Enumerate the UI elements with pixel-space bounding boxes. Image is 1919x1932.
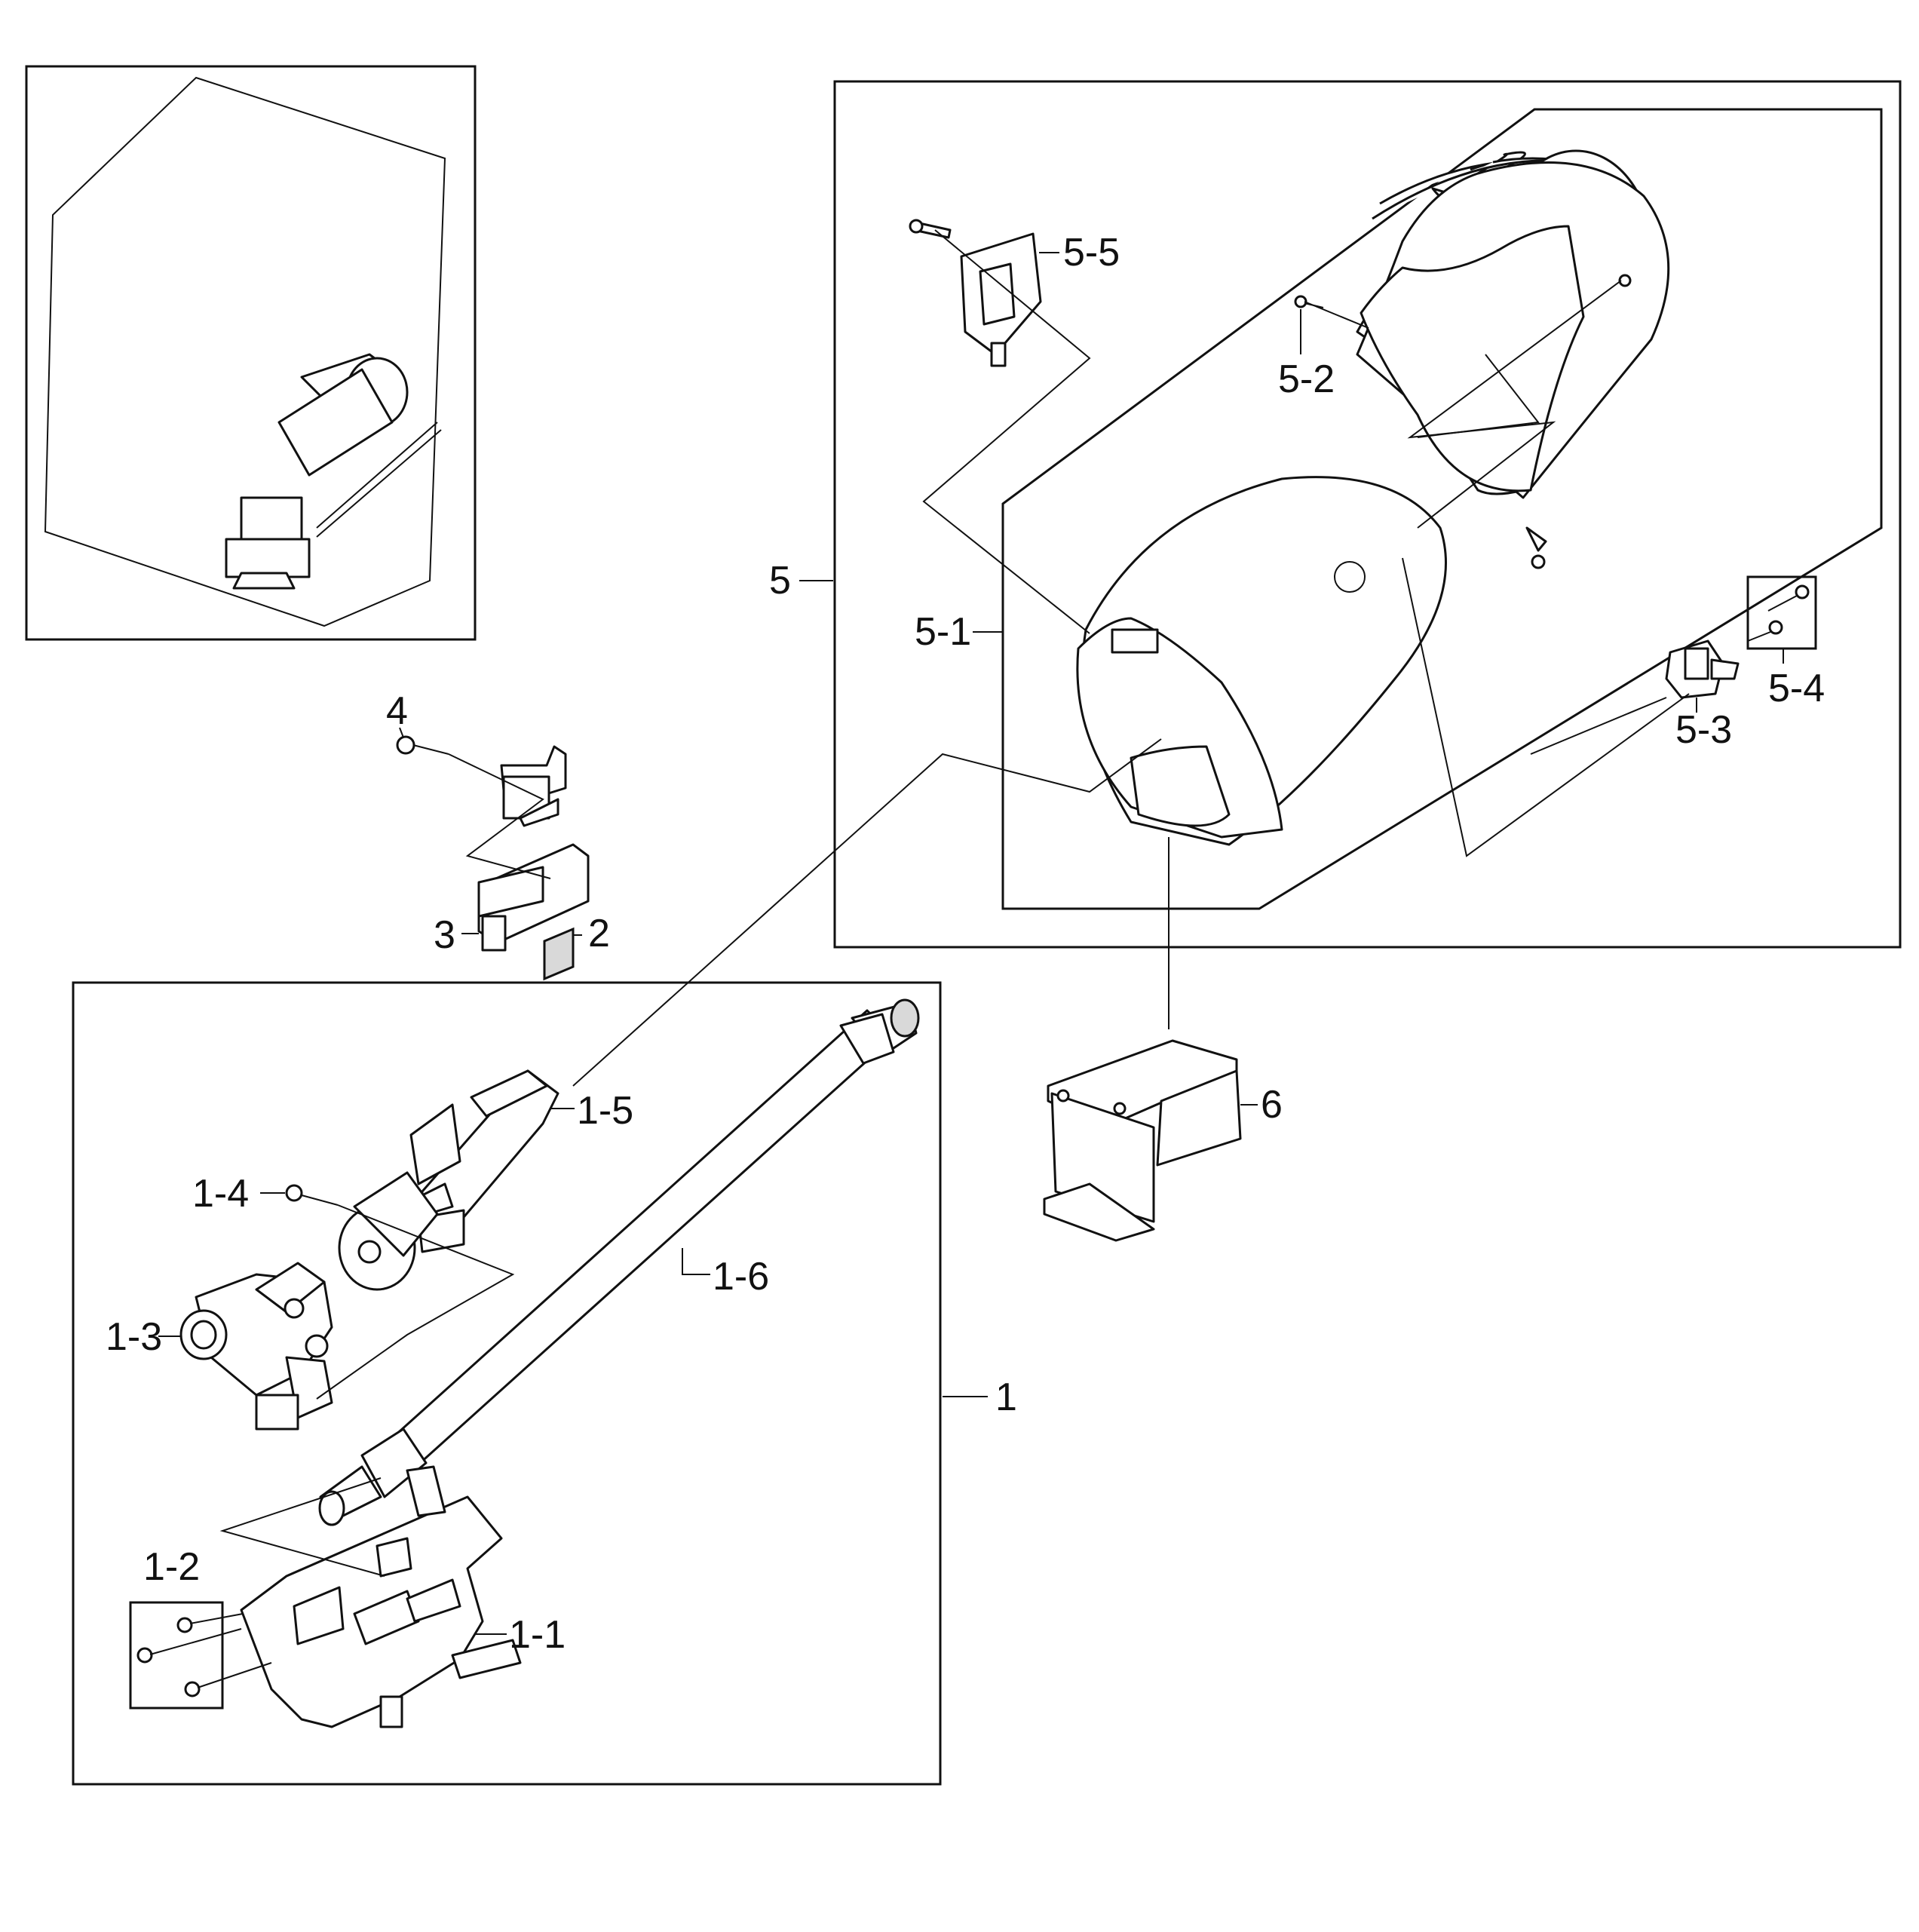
overview-inset-frame [25,65,477,641]
callout-6: 6 [1261,1083,1283,1127]
part-1-3-gas-valve [179,1262,333,1431]
part-5-3-thermal-switch [1665,639,1740,699]
callout-5-4: 5-4 [1768,667,1825,710]
leader-1-5-to-duct [572,738,1162,1087]
overview-dryer-outline [44,76,446,627]
part-1-6-gas-tube [318,998,920,1526]
callout-1-5: 1-5 [577,1089,633,1133]
part-1-1-mounting-bracket [240,1465,522,1728]
leader-5-2 [1304,301,1369,329]
callout-1-4: 1-4 [192,1172,249,1216]
part-2-pad [543,927,575,981]
part-5-5-bracket [909,219,1042,367]
part-4-clip [500,745,567,827]
callout-1-6: 1-6 [713,1255,769,1299]
overview-burner-miniature [225,353,442,590]
callout-1-3: 1-3 [106,1315,162,1359]
leader-5-3 [1402,557,1690,857]
part-5-2-screws [1294,274,1632,569]
part-1-2-screws [129,1601,272,1710]
callout-1-1: 1-1 [509,1613,566,1657]
callout-4: 4 [386,689,408,733]
assembly-1-group [72,738,1169,1786]
overview-inset [25,65,477,641]
callout-5-1: 5-1 [915,610,971,654]
callout-5-3: 5-3 [1675,708,1732,752]
part-4-screw [396,735,449,755]
front-duct-tab [1130,745,1231,827]
assembly-5-group [833,80,1902,949]
leader-1-4 [316,1204,515,1400]
front-duct-mouth [1076,617,1283,839]
small-parts-group [396,735,590,981]
callout-1-2: 1-2 [143,1545,200,1589]
assembly-5-1-subframe [1001,108,1883,910]
callout-2: 2 [588,912,610,955]
burner-duct-rear [1356,149,1670,499]
callout-3: 3 [434,913,455,957]
part-5-4-screws [1746,575,1817,650]
callout-1: 1 [995,1375,1017,1419]
burner-duct-front [1076,476,1447,846]
leader-5-5-to-duct [922,229,1091,634]
leader-5-2-inner [1407,280,1622,529]
callout-5-5: 5-5 [1063,231,1120,274]
leader-1-6-loop [219,1477,385,1577]
callout-5: 5 [769,559,791,603]
part-6-bracket [1043,1039,1242,1242]
callout-labels: 5-5 5-2 5 5-1 5-4 5-3 4 3 2 6 1-5 1-4 1-… [106,231,1825,1657]
callout-5-2: 5-2 [1278,357,1335,401]
leader-4 [448,753,551,879]
part-3-sensor [477,843,590,952]
assembly-5-frame [833,80,1902,949]
assembly-1-frame [72,981,942,1786]
